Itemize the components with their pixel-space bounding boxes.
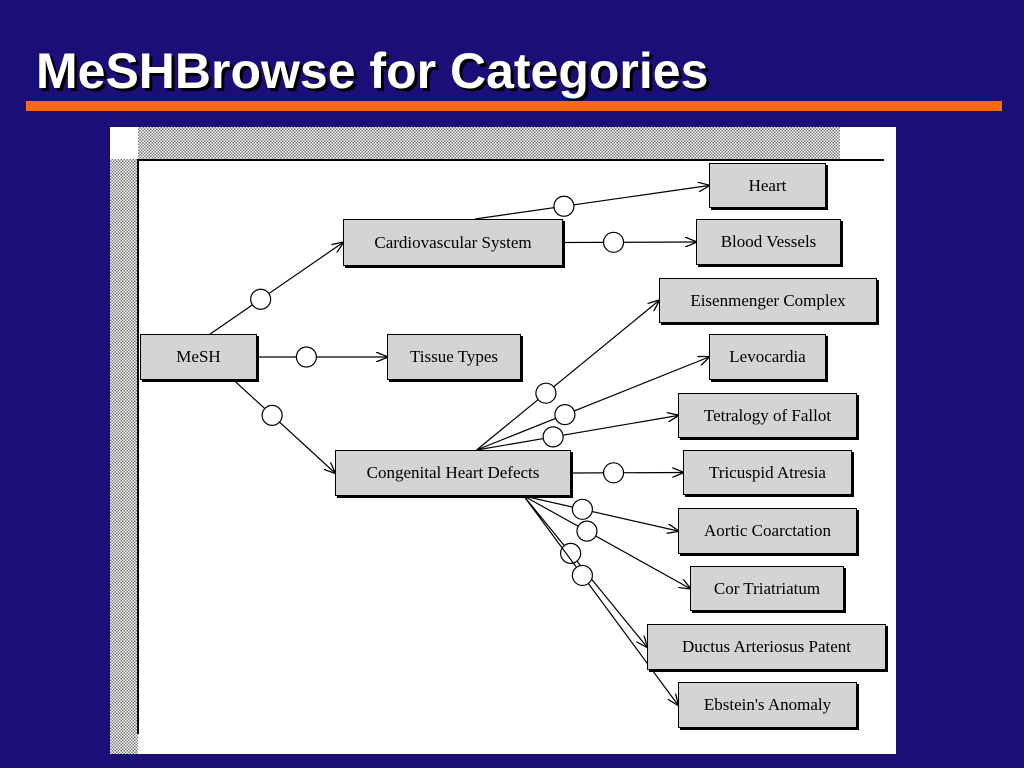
node-ductus-arteriosus-patent[interactable]: Ductus Arteriosus Patent xyxy=(647,624,886,670)
edge-cardiovascular-to-heart xyxy=(474,186,709,220)
edge-toggle-congenital-to-levocardia[interactable] xyxy=(554,404,576,426)
edge-toggle-mesh-to-cardiovascular[interactable] xyxy=(250,288,272,310)
edge-toggle-mesh-to-tissue[interactable] xyxy=(295,346,317,368)
meshbrowse-canvas: MeSH Cardiovascular System Tissue Types … xyxy=(110,127,896,754)
edge-toggle-cardiovascular-to-blood_vessels[interactable] xyxy=(602,231,625,253)
node-ebsteins-anomaly[interactable]: Ebstein's Anomaly xyxy=(678,682,857,728)
edge-mesh-to-congenital xyxy=(233,379,335,473)
node-cor-triatriatum[interactable]: Cor Triatriatum xyxy=(690,566,844,611)
hatched-left-bar xyxy=(110,159,138,754)
edge-congenital-to-tetralogy xyxy=(476,416,678,451)
edge-congenital-to-cor xyxy=(523,495,690,589)
node-cardiovascular-system[interactable]: Cardiovascular System xyxy=(343,219,563,266)
edge-congenital-to-eisenmenger xyxy=(476,301,659,451)
node-congenital-heart-defects[interactable]: Congenital Heart Defects xyxy=(335,450,571,496)
edge-layer xyxy=(209,127,896,754)
edge-toggle-congenital-to-aortic[interactable] xyxy=(571,498,593,520)
edge-toggle-mesh-to-congenital[interactable] xyxy=(261,404,283,426)
node-aortic-coarctation[interactable]: Aortic Coarctation xyxy=(678,508,857,554)
edge-toggle-congenital-to-eisenmenger[interactable] xyxy=(535,382,557,404)
node-tissue-types[interactable]: Tissue Types xyxy=(387,334,521,380)
top-border-line xyxy=(138,159,884,161)
node-tetralogy-of-fallot[interactable]: Tetralogy of Fallot xyxy=(678,393,857,438)
slide-title: MeSHBrowse for Categories xyxy=(36,43,709,99)
edge-toggle-congenital-to-cor[interactable] xyxy=(576,520,598,542)
node-levocardia[interactable]: Levocardia xyxy=(709,334,826,380)
edge-congenital-to-levocardia xyxy=(476,357,709,451)
edge-cardiovascular-to-blood_vessels xyxy=(562,242,696,243)
node-eisenmenger-complex[interactable]: Eisenmenger Complex xyxy=(659,278,877,323)
node-heart[interactable]: Heart xyxy=(709,163,826,208)
edge-congenital-to-ebstein xyxy=(523,495,678,705)
edge-toggle-congenital-to-ductus[interactable] xyxy=(560,542,582,564)
node-blood-vessels[interactable]: Blood Vessels xyxy=(696,219,841,265)
edge-toggle-congenital-to-ebstein[interactable] xyxy=(571,564,593,587)
edge-toggle-congenital-to-tricuspid[interactable] xyxy=(602,462,625,484)
edge-congenital-to-aortic xyxy=(523,495,678,531)
edge-toggle-congenital-to-tetralogy[interactable] xyxy=(542,426,564,448)
node-mesh[interactable]: MeSH xyxy=(140,334,257,380)
edge-toggle-cardiovascular-to-heart[interactable] xyxy=(553,195,575,217)
edge-congenital-to-tricuspid xyxy=(570,473,683,474)
hatched-top-bar xyxy=(138,127,840,159)
edge-mesh-to-cardiovascular xyxy=(209,243,343,335)
node-tricuspid-atresia[interactable]: Tricuspid Atresia xyxy=(683,450,852,495)
title-underline xyxy=(26,101,1002,111)
left-border-line xyxy=(137,159,139,734)
